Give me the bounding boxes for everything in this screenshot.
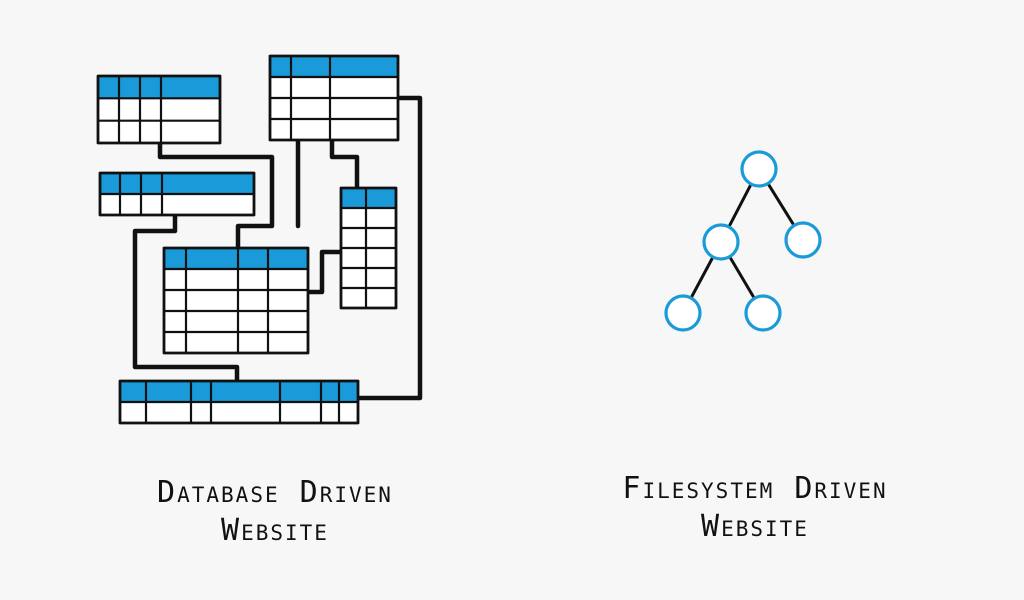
table-header [270,56,398,77]
table-header [98,76,220,99]
tree-node-ll [664,294,702,332]
table-narrow [339,186,398,310]
table-connector [329,137,360,191]
table-bottom [118,379,360,425]
table-header [120,381,358,402]
filesystem-caption-line2: Website [701,509,809,544]
filesystem-driven-caption: Filesystem Driven Website [580,470,930,546]
table-center [162,246,310,355]
tree-node-right [784,221,822,259]
tree-edge [767,183,795,226]
filesystem-tree-diagram [664,150,822,332]
table-header [100,173,254,194]
database-driven-caption: Database Driven Website [110,474,440,550]
table-header [164,248,308,269]
table-outline [339,186,398,310]
filesystem-caption-line1: Filesystem Driven [622,471,888,506]
table-outline [268,54,400,142]
table-outline [118,379,360,425]
tree-node-left [702,223,740,261]
table-connector [132,212,240,384]
database-diagram [96,54,423,425]
table-header [341,188,396,208]
tree-node-lr [744,294,782,332]
tree-edge [729,256,755,299]
table-top-left [96,74,222,145]
table-top-middle [268,54,400,142]
table-outline [98,171,256,217]
table-connector [355,95,423,401]
table-connector [305,249,344,295]
tree-node-root [740,150,778,188]
table-middle-left [98,171,256,217]
database-caption-line1: Database Driven [157,475,393,510]
database-caption-line2: Website [221,513,329,548]
table-outline [162,246,310,355]
table-outline [96,74,222,145]
tree-edge [690,257,714,298]
tree-edge [728,184,752,227]
table-connector [157,140,275,251]
